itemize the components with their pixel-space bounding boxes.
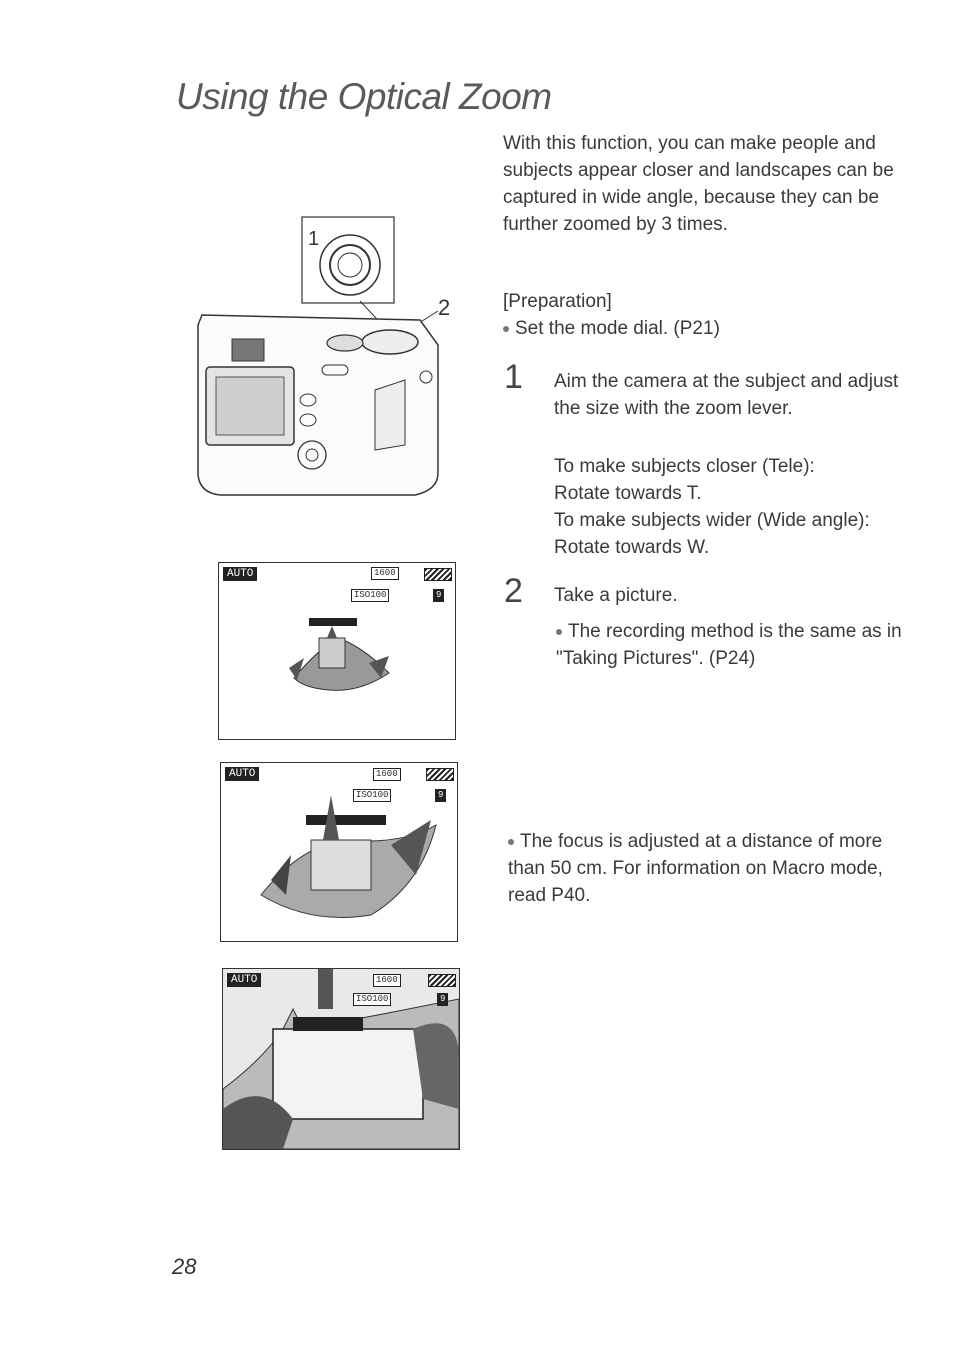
count-indicator: 9	[435, 789, 447, 802]
focus-note-text: The focus is adjusted at a distance of m…	[508, 831, 883, 906]
callout-1: 1	[308, 228, 319, 250]
size-indicator: 1600	[371, 567, 399, 580]
bullet-icon	[556, 628, 562, 635]
castle-picture	[223, 969, 459, 1149]
intro-text: With this function, you can make people …	[503, 133, 894, 235]
count-indicator: 9	[433, 589, 445, 602]
step-2-text: Take a picture.	[554, 585, 678, 606]
preparation-block: [Preparation] Set the mode dial. (P21)	[503, 288, 903, 342]
bullet-icon	[508, 838, 514, 845]
preparation-label: [Preparation]	[503, 291, 612, 312]
callout-2: 2	[438, 295, 450, 320]
mode-indicator: AUTO	[227, 973, 262, 987]
size-indicator: 1600	[373, 768, 401, 781]
step-1-detail: To make subjects wider (Wide angle):	[554, 510, 870, 531]
iso-indicator: ISO100	[351, 589, 390, 602]
mode-indicator: AUTO	[223, 567, 258, 581]
step-1-details: To make subjects closer (Tele): Rotate t…	[554, 453, 924, 561]
focus-note: The focus is adjusted at a distance of m…	[508, 828, 898, 909]
step-1-number: 1	[504, 358, 523, 396]
preparation-item: Set the mode dial. (P21)	[503, 315, 903, 342]
castle-picture	[260, 795, 437, 918]
preparation-item-text: Set the mode dial. (P21)	[515, 318, 720, 339]
step-1-detail: Rotate towards T.	[554, 483, 702, 504]
step-2-number: 2	[504, 572, 523, 610]
count-indicator: 9	[437, 993, 449, 1006]
step-2-note: The recording method is the same as in "…	[556, 618, 916, 672]
bullet-icon	[503, 325, 509, 332]
step-1-detail: To make subjects closer (Tele):	[554, 456, 815, 477]
step-1-detail: Rotate towards W.	[554, 537, 710, 558]
castle-picture	[289, 618, 390, 691]
battery-icon	[428, 974, 456, 987]
battery-icon	[426, 768, 454, 781]
page-number: 28	[172, 1254, 197, 1279]
lcd-screen-tele: AUTO 1600 ISO100 9	[222, 968, 460, 1150]
iso-indicator: ISO100	[353, 789, 392, 802]
step-1-text: Aim the camera at the subject and adjust…	[554, 371, 899, 419]
battery-icon	[424, 568, 452, 581]
iso-indicator: ISO100	[353, 993, 392, 1006]
camera-illustration: 1 2	[197, 216, 450, 496]
lcd-screen-mid: AUTO 1600 ISO100 9	[220, 762, 458, 942]
step-2-note-text: The recording method is the same as in "…	[556, 621, 902, 669]
mode-indicator: AUTO	[225, 767, 260, 781]
size-indicator: 1600	[373, 974, 401, 987]
page-title: Using the Optical Zoom	[176, 76, 552, 117]
lcd-screen-wide: AUTO 1600 ISO100 9	[218, 562, 456, 740]
